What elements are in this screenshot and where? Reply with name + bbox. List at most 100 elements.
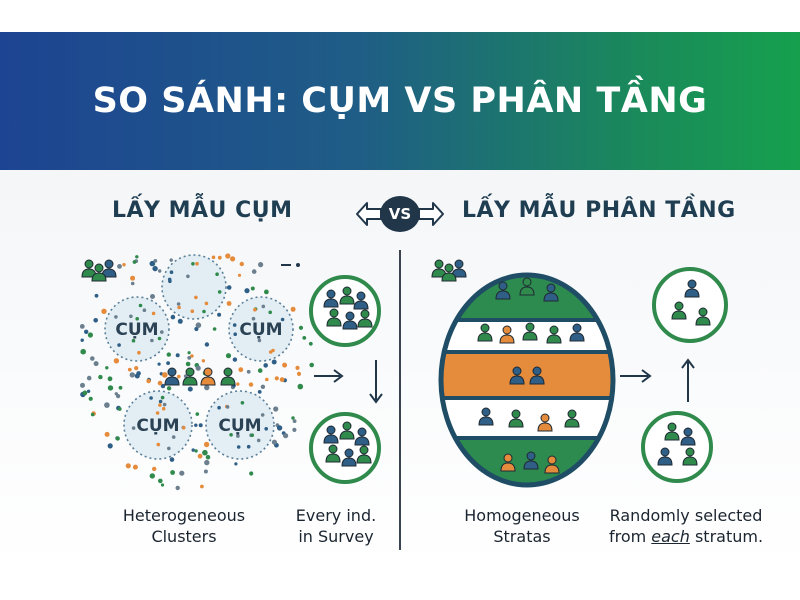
population-dot xyxy=(94,293,99,298)
population-dot xyxy=(146,378,151,384)
population-dot xyxy=(169,457,175,462)
population-dot xyxy=(107,443,113,449)
population-dot xyxy=(197,453,203,459)
population-dot xyxy=(279,377,285,382)
population-dot xyxy=(80,382,85,388)
cluster-circle xyxy=(123,390,193,460)
population-dot xyxy=(203,441,210,448)
population-dot xyxy=(105,366,109,370)
cluster-member-dot xyxy=(158,399,163,404)
population-dot xyxy=(117,407,122,411)
population-dot xyxy=(82,390,88,396)
caption-emphasis: each xyxy=(651,527,690,546)
population-dot xyxy=(122,263,126,267)
population-dot xyxy=(309,362,315,368)
population-dot xyxy=(149,260,155,267)
population-dot xyxy=(257,368,263,373)
population-group-icon-right xyxy=(431,259,467,282)
cluster-member-dot xyxy=(117,343,121,347)
arrow-up-icon xyxy=(681,358,695,402)
cluster-circle xyxy=(205,390,275,460)
population-dot xyxy=(90,356,95,361)
cluster-member-dot xyxy=(225,405,230,409)
population-dot xyxy=(194,326,199,332)
population-dot xyxy=(298,325,304,330)
caption-line: Homogeneous xyxy=(464,506,580,525)
page-title: SO SÁNH: CỤM VS PHÂN TẦNG xyxy=(92,81,708,121)
cluster-member-dot xyxy=(137,350,141,355)
population-dot xyxy=(88,396,93,401)
cluster-member-dot xyxy=(177,305,181,310)
population-dot xyxy=(204,384,210,391)
population-dot xyxy=(225,353,232,359)
cluster-member-dot xyxy=(131,426,136,430)
population-dot xyxy=(296,371,302,376)
population-dot xyxy=(125,463,131,469)
population-dot xyxy=(86,389,91,393)
population-dot xyxy=(101,308,107,314)
cluster-member-dot xyxy=(149,396,153,400)
top-margin xyxy=(0,0,800,32)
arrow-right-icon xyxy=(418,202,444,226)
cluster-member-dot xyxy=(240,401,245,405)
caption-line: Every ind. xyxy=(295,506,377,525)
bottom-margin xyxy=(0,568,800,600)
population-dot xyxy=(217,312,222,317)
cluster-member-dot xyxy=(194,295,198,300)
population-dot xyxy=(129,372,135,378)
population-dot xyxy=(271,439,277,445)
caption-line: Stratas xyxy=(493,527,551,546)
cluster-member-dot xyxy=(268,350,273,354)
cluster-member-dot xyxy=(195,261,199,266)
population-dot xyxy=(130,281,135,286)
population-dot xyxy=(115,436,120,441)
cluster-member-dot xyxy=(176,302,181,306)
cluster-member-dot xyxy=(167,277,172,282)
cluster-member-dot xyxy=(131,338,136,343)
population-dot xyxy=(194,423,198,427)
population-dot xyxy=(158,269,162,273)
population-dot xyxy=(187,386,193,392)
selected-cluster-top xyxy=(309,275,381,347)
population-dot xyxy=(118,385,123,390)
caption-every-ind: Every ind. in Survey xyxy=(286,505,386,547)
cluster-circle xyxy=(228,296,294,362)
population-dot xyxy=(80,338,84,342)
population-dot xyxy=(104,402,110,408)
cluster-member-dot xyxy=(280,317,285,322)
people-row-icon xyxy=(164,367,236,386)
population-dot xyxy=(212,327,217,331)
population-dot xyxy=(179,470,185,476)
population-dot xyxy=(198,423,203,428)
population-dot xyxy=(90,412,95,417)
cluster-member-dot xyxy=(129,314,133,319)
cluster-sampling-heading: LẤY MẪU CỤM xyxy=(112,198,293,223)
caption-line: in Survey xyxy=(298,527,374,546)
population-dot xyxy=(195,365,201,371)
population-dot xyxy=(204,459,210,466)
population-dot xyxy=(234,462,238,466)
caption-line: Clusters xyxy=(151,527,217,546)
population-dot xyxy=(169,258,173,262)
population-dot xyxy=(200,484,204,489)
population-dot xyxy=(195,322,202,329)
population-dot xyxy=(134,366,139,371)
cluster-member-dot xyxy=(260,413,265,417)
population-dot xyxy=(248,382,254,387)
population-dot xyxy=(170,314,176,320)
population-dot xyxy=(166,361,171,365)
cluster-member-dot xyxy=(202,309,206,314)
population-dot xyxy=(149,473,155,479)
cluster-member-dot xyxy=(246,444,251,449)
cluster-member-dot xyxy=(167,446,171,451)
caption-text: from xyxy=(608,527,652,546)
population-dot xyxy=(225,253,231,259)
population-dot xyxy=(238,367,244,373)
caption-heterogeneous: Heterogeneous Clusters xyxy=(114,505,254,547)
population-dot xyxy=(226,301,232,306)
cluster-member-dot xyxy=(229,433,233,437)
population-dot xyxy=(93,318,98,323)
population-dot xyxy=(157,380,163,386)
cluster-member-dot xyxy=(161,406,166,411)
